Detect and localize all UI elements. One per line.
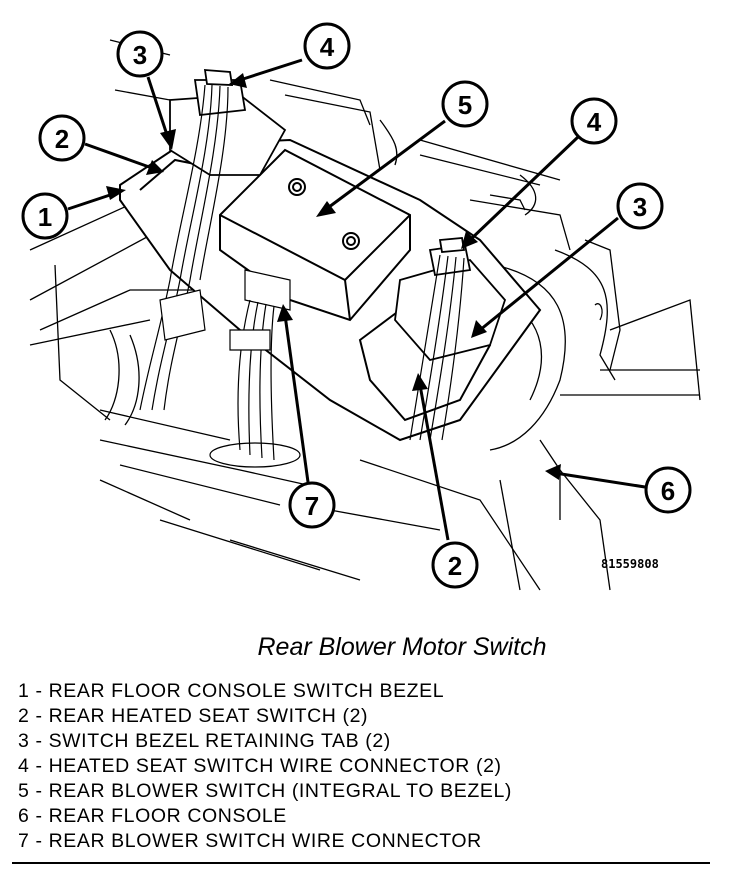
leader-lines xyxy=(67,58,646,541)
callout-4-left: 4 xyxy=(320,32,335,62)
bottom-rule xyxy=(12,862,710,864)
figure-caption: Rear Blower Motor Switch xyxy=(0,633,736,662)
legend-item-7: 7 - REAR BLOWER SWITCH WIRE CONNECTOR xyxy=(18,830,482,852)
legend-item-6: 6 - REAR FLOOR CONSOLE xyxy=(18,805,287,827)
callout-2-left: 2 xyxy=(55,124,69,154)
left-wire-harness xyxy=(139,84,229,411)
callout-7: 7 xyxy=(305,491,319,521)
callout-5: 5 xyxy=(458,90,472,120)
legend-item-2: 2 - REAR HEATED SEAT SWITCH (2) xyxy=(18,705,369,727)
exploded-diagram: 1 2 2 3 3 4 4 5 6 7 xyxy=(21,22,701,591)
callout-circles xyxy=(21,22,692,589)
callout-2-bottom: 2 xyxy=(448,551,462,581)
right-wire-harness xyxy=(409,254,465,441)
legend-list: 1 - REAR FLOOR CONSOLE SWITCH BEZEL 2 - … xyxy=(18,679,512,854)
diagram-drawing: 1 2 2 3 3 4 4 5 6 7 xyxy=(21,22,701,591)
center-wire-harness xyxy=(209,269,301,468)
callout-6: 6 xyxy=(661,476,675,506)
arrowheads xyxy=(106,73,561,480)
callout-1: 1 xyxy=(38,202,52,232)
figure-id: 81559808 xyxy=(601,557,659,571)
caption-text: Rear Blower Motor Switch xyxy=(257,633,547,661)
callout-3-right: 3 xyxy=(633,192,647,222)
legend-item-4: 4 - HEATED SEAT SWITCH WIRE CONNECTOR (2… xyxy=(18,755,502,777)
legend-item-3: 3 - SWITCH BEZEL RETAINING TAB (2) xyxy=(18,730,391,752)
legend-item-5: 5 - REAR BLOWER SWITCH (INTEGRAL TO BEZE… xyxy=(18,780,512,802)
left-heated-seat-switch xyxy=(169,69,287,176)
legend-item-1: 1 - REAR FLOOR CONSOLE SWITCH BEZEL xyxy=(18,680,445,702)
callout-4-right: 4 xyxy=(587,107,602,137)
callout-numbers: 1 2 2 3 3 4 4 5 6 7 xyxy=(38,32,675,581)
callout-3-left: 3 xyxy=(133,40,147,70)
